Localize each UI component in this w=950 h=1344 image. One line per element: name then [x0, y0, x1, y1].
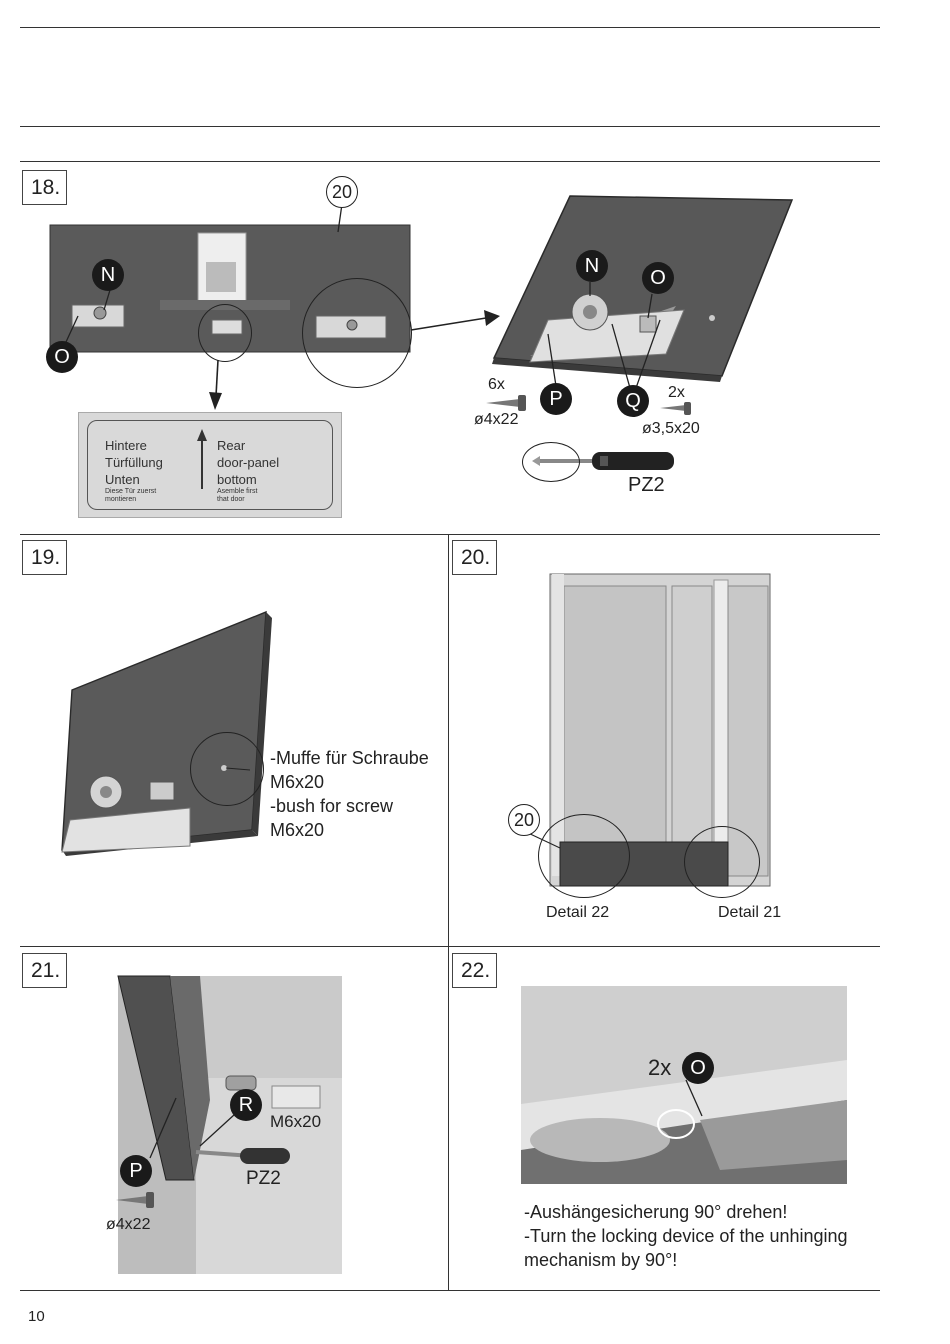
section-rule-18	[20, 161, 880, 162]
header-rule-top	[20, 27, 880, 28]
section-rule-21	[20, 946, 880, 947]
detail-21-label: Detail 21	[718, 904, 782, 921]
tool-pz2-step21: PZ2	[246, 1168, 281, 1189]
step-number-20: 20.	[452, 540, 498, 575]
section-rule-bottom	[20, 1290, 880, 1291]
detail-ring-label	[198, 304, 252, 362]
step-number-22: 22.	[452, 953, 498, 988]
badge-q: Q	[617, 385, 649, 417]
step-number-21: 21.	[22, 953, 68, 988]
header-rule-bottom	[20, 126, 880, 127]
screw-m6x20-label: M6x20	[270, 1112, 322, 1131]
badge-o-detail: O	[642, 262, 674, 294]
badge-o-step22: O	[682, 1052, 714, 1084]
detail-ring-22	[538, 814, 630, 898]
step-22-line2: -Turn the locking device of the unhingin…	[524, 1226, 848, 1246]
step-19-line2: M6x20	[270, 772, 325, 792]
label-de-line5: montieren	[105, 496, 137, 503]
label-de-line4: Diese Tür zuerst	[105, 488, 157, 495]
label-en-line4: Asemble first	[217, 488, 258, 495]
label-text-en: Rear door-panel bottom Asemble first tha…	[217, 437, 279, 504]
label-en-line1: Rear	[217, 438, 246, 453]
screw-6x-size: ø4x22	[474, 411, 519, 428]
badge-p: P	[540, 383, 572, 415]
label-text-de: Hintere Türfüllung Unten Diese Tür zuers…	[105, 437, 163, 504]
step-22-line3: mechanism by 90°!	[524, 1250, 678, 1270]
step-number-19: 19.	[22, 540, 68, 575]
screw-6x-qty: 6x	[488, 376, 505, 393]
badge-n-detail: N	[576, 250, 608, 282]
column-divider-lower	[448, 946, 449, 1290]
step-19-line1: -Muffe für Schraube	[270, 748, 429, 768]
label-card	[87, 420, 333, 510]
arrow-up-icon	[197, 429, 207, 489]
label-en-line3: bottom	[217, 472, 257, 487]
label-photo: Hintere Türfüllung Unten Diese Tür zuers…	[78, 412, 342, 518]
tool-pz2: PZ2	[628, 474, 665, 496]
part-number-20-circle-step20: 20	[508, 804, 540, 836]
detail-ring-screwdriver-tip	[522, 442, 580, 482]
detail-ring-fitting	[302, 278, 412, 388]
detail-22-label: Detail 22	[546, 904, 610, 921]
page-number: 10	[28, 1308, 45, 1325]
label-de-line2: Türfüllung	[105, 455, 163, 470]
badge-n-panel: N	[92, 259, 124, 291]
badge-p-step21: P	[120, 1155, 152, 1187]
step-19-line3: -bush for screw	[270, 796, 394, 816]
screw-4x22-label: ø4x22	[106, 1216, 151, 1233]
label-en-line2: door-panel	[217, 455, 280, 470]
part-number-20-circle: 20	[326, 176, 358, 208]
step-22-qty: 2x	[648, 1055, 672, 1080]
detail-ring-21	[684, 826, 760, 898]
step-22-line1: -Aushängesicherung 90° drehen!	[524, 1202, 788, 1222]
screw-2x-size: ø3,5x20	[642, 420, 700, 437]
label-de-line1: Hintere	[105, 438, 147, 453]
screw-2x-qty: 2x	[668, 384, 685, 401]
label-en-line5: that door	[217, 496, 245, 503]
label-de-line3: Unten	[105, 472, 140, 487]
detail-ring-bush	[190, 732, 264, 806]
badge-o-panel: O	[46, 341, 78, 373]
badge-r: R	[230, 1089, 262, 1121]
step-19-line4: M6x20	[270, 820, 325, 840]
step-22-instructions: -Aushängesicherung 90° drehen! -Turn the…	[524, 1200, 848, 1272]
section-rule-19	[20, 534, 880, 535]
step-19-instructions: -Muffe für Schraube M6x20 -bush for scre…	[270, 746, 429, 842]
step-number-18: 18.	[22, 170, 68, 205]
column-divider-upper	[448, 534, 449, 946]
